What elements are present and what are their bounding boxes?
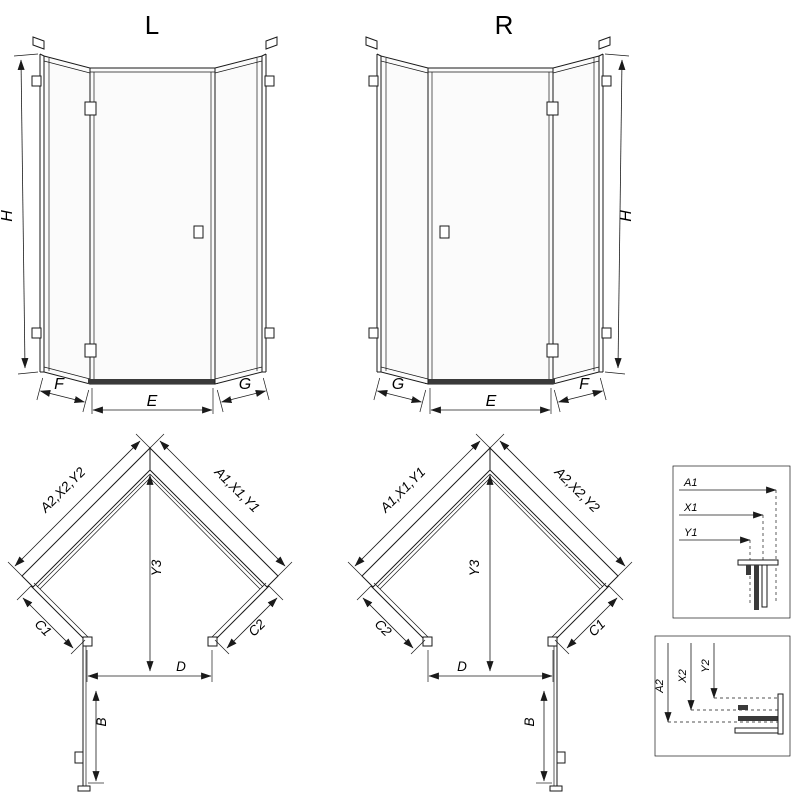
title-right-version: R bbox=[495, 10, 514, 40]
dim-label-d: D bbox=[457, 659, 467, 674]
dim-label-b: B bbox=[94, 717, 109, 726]
detail-box-bottom: A2 X2 Y2 bbox=[654, 635, 791, 757]
dim-label-c2: C2 bbox=[372, 616, 395, 639]
detail-label-a2: A2 bbox=[654, 679, 666, 693]
front-view-labels: L R H F E G H G E F bbox=[0, 10, 635, 410]
profile-section-bottom bbox=[734, 693, 784, 735]
detail-label-x1: X1 bbox=[683, 502, 697, 514]
detail-box-top-frame bbox=[672, 465, 791, 619]
detail-box-bottom-frame bbox=[654, 635, 791, 757]
detail-label-x2: X2 bbox=[677, 669, 689, 683]
dim-label-f-left: F bbox=[54, 376, 65, 393]
front-view-right bbox=[366, 37, 629, 414]
plan-view-left bbox=[8, 434, 292, 791]
plan-view-right bbox=[348, 434, 632, 791]
dim-label-y3: Y3 bbox=[149, 559, 164, 576]
dim-label-wall-right: A2,X2,Y2 bbox=[551, 464, 603, 516]
dim-label-wall-left: A1,X1,Y1 bbox=[377, 464, 429, 516]
detail-label-a1: A1 bbox=[683, 477, 697, 489]
dim-label-f-right: F bbox=[579, 376, 590, 393]
dim-label-g-left: G bbox=[239, 376, 251, 393]
dim-label-b: B bbox=[522, 717, 537, 726]
detail-label-y2: Y2 bbox=[700, 659, 712, 672]
dim-label-wall-left: A2,X2,Y2 bbox=[37, 464, 89, 516]
front-view-left bbox=[14, 37, 277, 414]
detail-label-y1: Y1 bbox=[684, 527, 697, 539]
dim-label-c1: C1 bbox=[32, 616, 55, 639]
dim-label-height-left: H bbox=[0, 210, 16, 222]
title-left-version: L bbox=[145, 10, 159, 40]
dim-label-wall-right: A1,X1,Y1 bbox=[211, 464, 263, 516]
dim-label-d: D bbox=[176, 659, 186, 674]
dim-label-y3: Y3 bbox=[467, 559, 482, 576]
dim-label-e-right: E bbox=[486, 393, 497, 410]
dim-label-height-right: H bbox=[618, 210, 635, 222]
dim-label-c2: C2 bbox=[245, 616, 268, 639]
detail-box-top: A1 X1 Y1 bbox=[672, 465, 791, 619]
profile-section-top bbox=[737, 559, 779, 610]
dim-label-g-right: G bbox=[392, 376, 404, 393]
dim-label-e-left: E bbox=[147, 393, 158, 410]
dim-label-c1: C1 bbox=[585, 616, 608, 639]
